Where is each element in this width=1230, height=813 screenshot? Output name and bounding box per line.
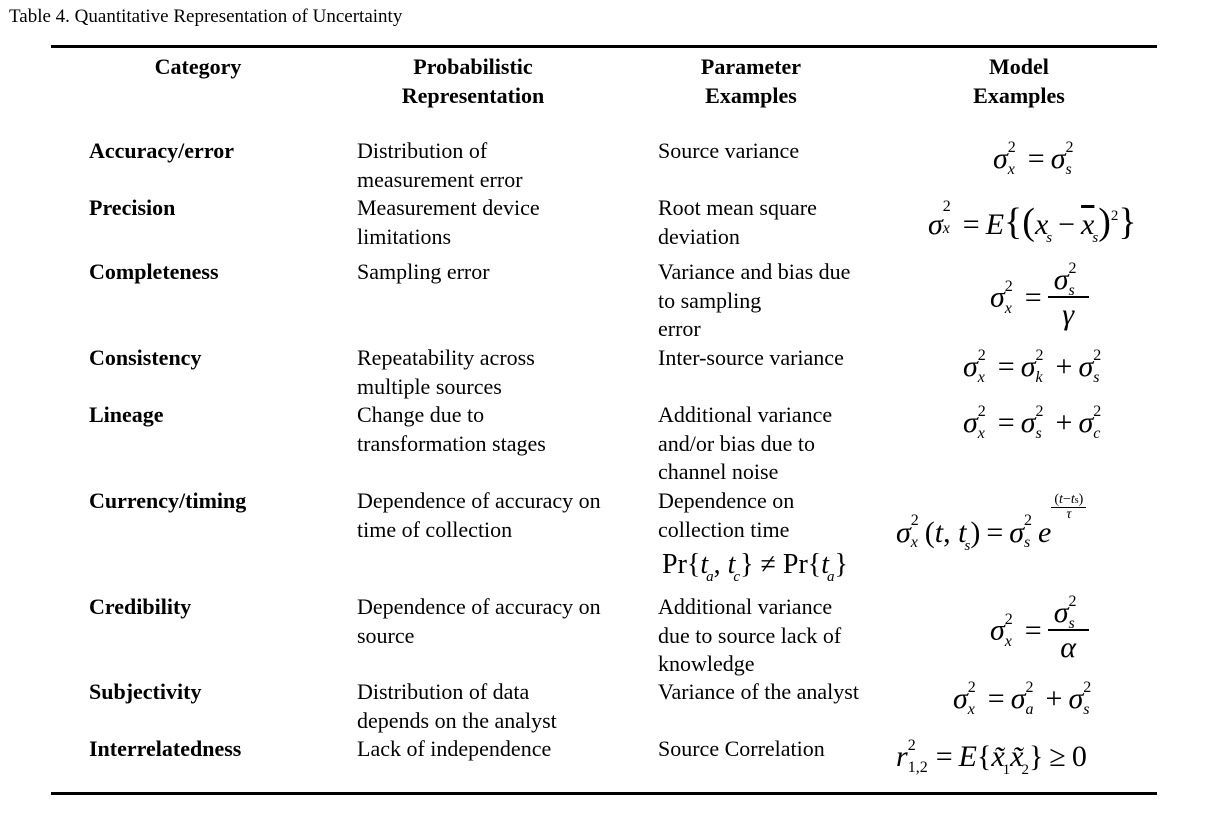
- row-probabilistic: Lack of independence: [357, 735, 622, 764]
- param-line: to sampling: [658, 287, 762, 313]
- prob-line: Sampling error: [357, 259, 490, 284]
- prob-line: Repeatability across: [357, 345, 535, 370]
- header-category-label: Category: [154, 54, 242, 79]
- param-line: knowledge: [658, 651, 755, 676]
- prob-line: multiple sources: [357, 373, 502, 399]
- param-line: Variance and bias due: [658, 259, 851, 284]
- prob-line: Distribution of data: [357, 679, 530, 704]
- header-param-line2: Examples: [705, 83, 797, 108]
- row-probabilistic: Distribution of measurement error: [357, 137, 622, 194]
- row-parameter: Additional variance and/or bias due to c…: [658, 401, 880, 487]
- param-line: error: [658, 316, 701, 341]
- param-line: due to source lack of: [658, 622, 842, 648]
- row-parameter: Additional variance due to source lack o…: [658, 593, 880, 679]
- row-category: Lineage: [89, 402, 164, 427]
- param-line: Dependence on: [658, 488, 795, 513]
- row-parameter: Source Correlation: [658, 735, 880, 764]
- header-prob-line1: Probabilistic: [413, 54, 533, 79]
- row-probabilistic: Measurement device limitations: [357, 194, 622, 251]
- row-probabilistic: Dependence of accuracy on source: [357, 593, 622, 650]
- prob-line: Measurement device: [357, 195, 540, 220]
- row-parameter: Variance of the analyst: [658, 678, 880, 707]
- param-line: Variance of the analyst: [658, 679, 859, 704]
- header-param-line1: Parameter: [700, 54, 802, 79]
- header-model-line1: Model: [989, 54, 1049, 79]
- header-probabilistic: Probabilistic Representation: [392, 52, 554, 110]
- header-parameter: Parameter Examples: [690, 52, 812, 110]
- row-category: Interrelatedness: [89, 736, 242, 761]
- param-line: Source variance: [658, 138, 800, 163]
- prob-line: source: [357, 622, 415, 648]
- header-prob-line2: Representation: [401, 83, 545, 108]
- prob-line: measurement error: [357, 166, 523, 192]
- prob-line: time of collection: [357, 516, 513, 542]
- prob-line: limitations: [357, 223, 452, 249]
- row-probabilistic: Distribution of data depends on the anal…: [357, 678, 622, 735]
- prob-line: Distribution of: [357, 138, 488, 163]
- param-line: deviation: [658, 223, 740, 249]
- row-parameter: Variance and bias due to sampling error: [658, 258, 880, 344]
- row-category: Completeness: [89, 259, 219, 284]
- row-category: Accuracy/error: [89, 138, 234, 163]
- row-probabilistic: Dependence of accuracy on time of collec…: [357, 487, 622, 544]
- param-line: Additional variance: [658, 402, 833, 427]
- row-category: Precision: [89, 195, 176, 220]
- prob-line: Dependence of accuracy on: [357, 594, 601, 619]
- row-category: Subjectivity: [89, 679, 202, 704]
- bottom-rule: [51, 792, 1157, 795]
- row-parameter: Inter-source variance: [658, 344, 880, 373]
- param-line: collection time: [658, 516, 790, 542]
- param-line: Root mean square: [658, 195, 817, 220]
- row-probabilistic: Change due to transformation stages: [357, 401, 622, 458]
- prob-line: transformation stages: [357, 430, 546, 456]
- param-formula: Pr{ta, tc} ≠ Pr{ta}: [662, 549, 848, 585]
- param-line: and/or bias due to: [658, 430, 816, 456]
- row-category: Consistency: [89, 345, 202, 370]
- top-rule: [51, 45, 1157, 48]
- row-parameter: Dependence on collection time: [658, 487, 880, 544]
- header-model-line2: Examples: [973, 83, 1065, 108]
- row-category: Currency/timing: [89, 488, 247, 513]
- prob-line: Lack of independence: [357, 736, 552, 761]
- param-line: Inter-source variance: [658, 345, 844, 370]
- header-model: Model Examples: [962, 52, 1076, 110]
- row-probabilistic: Repeatability across multiple sources: [357, 344, 622, 401]
- param-line: channel noise: [658, 459, 779, 484]
- row-category: Credibility: [89, 594, 192, 619]
- header-category: Category: [148, 52, 248, 81]
- table-caption: Table 4. Quantitative Representation of …: [9, 6, 403, 27]
- prob-line: depends on the analyst: [357, 707, 557, 733]
- row-probabilistic: Sampling error: [357, 258, 622, 287]
- param-line: Source Correlation: [658, 736, 825, 761]
- row-parameter: Source variance: [658, 137, 880, 166]
- param-line: Additional variance: [658, 594, 833, 619]
- row-parameter: Root mean square deviation: [658, 194, 880, 251]
- prob-line: Change due to: [357, 402, 485, 427]
- prob-line: Dependence of accuracy on: [357, 488, 601, 513]
